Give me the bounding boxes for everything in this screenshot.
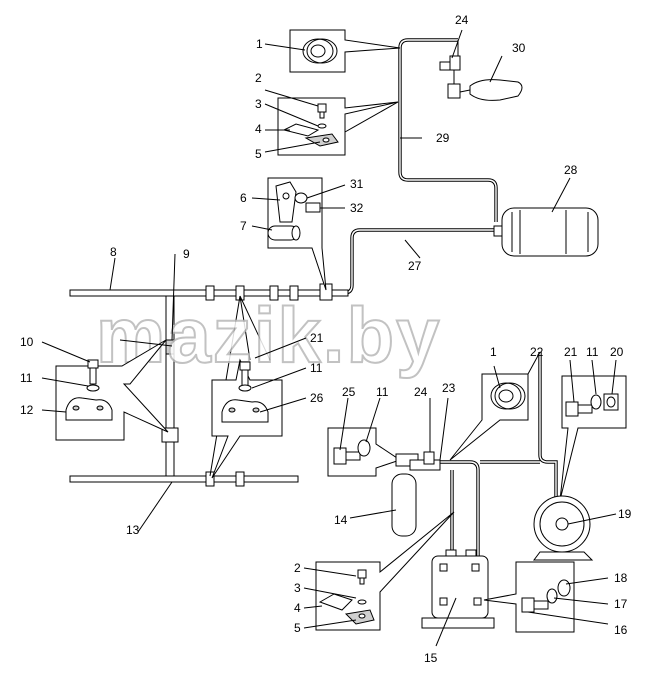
callout-12: 12 xyxy=(20,403,34,417)
part-15-unit xyxy=(421,549,495,647)
detail-box-clamp-lower xyxy=(303,511,455,631)
callout-15: 15 xyxy=(424,651,438,665)
callout-24-mid: 24 xyxy=(414,385,428,399)
callout-3-lower: 3 xyxy=(294,581,301,595)
callout-18: 18 xyxy=(614,571,628,585)
callout-14: 14 xyxy=(334,513,348,527)
callout-labels: 1 24 30 2 3 4 5 29 31 32 6 7 28 27 8 9 2… xyxy=(20,13,632,665)
part-30-cylinder xyxy=(459,55,523,101)
callout-21-right: 21 xyxy=(564,345,578,359)
frame-rail-lower xyxy=(69,475,299,483)
detail-box-clamp-upper xyxy=(264,89,399,156)
callout-11-right: 11 xyxy=(586,345,599,359)
frame-crossmember xyxy=(165,295,175,477)
callout-7: 7 xyxy=(240,219,247,233)
watermark-text: mazik.by xyxy=(96,291,441,379)
callout-1-top: 1 xyxy=(256,37,263,51)
pipe-22 xyxy=(538,352,558,500)
detail-box-bolt-14 xyxy=(327,397,402,477)
callout-27: 27 xyxy=(408,259,422,273)
callout-9: 9 xyxy=(183,247,190,261)
callout-22: 22 xyxy=(530,345,544,359)
callout-16: 16 xyxy=(614,623,628,637)
detail-box-clamp-center xyxy=(211,337,307,479)
part-28-receiver xyxy=(493,177,599,257)
part-19-pump xyxy=(533,495,617,561)
callout-30: 30 xyxy=(512,41,526,55)
callout-11-bolt: 11 xyxy=(376,385,389,399)
callout-19: 19 xyxy=(618,507,632,521)
detail-box-bracket xyxy=(251,177,346,291)
callout-25: 25 xyxy=(342,385,356,399)
callout-5-upper: 5 xyxy=(255,147,262,161)
pipe-23 xyxy=(440,460,480,556)
callout-28: 28 xyxy=(564,163,578,177)
callout-31: 31 xyxy=(350,177,364,191)
callout-1-mid: 1 xyxy=(490,345,497,359)
detail-box-bolt-19 xyxy=(559,359,627,501)
detail-box-seal-middle xyxy=(449,351,541,461)
callout-24-top: 24 xyxy=(455,13,469,27)
callout-3-upper: 3 xyxy=(255,97,262,111)
callout-26: 26 xyxy=(310,391,324,405)
callout-4-lower: 4 xyxy=(294,601,301,615)
callout-29: 29 xyxy=(436,131,450,145)
callout-13: 13 xyxy=(126,523,140,537)
detail-box-bolt-15 xyxy=(483,561,609,633)
callout-4-upper: 4 xyxy=(255,122,262,136)
part-14-cylinder xyxy=(349,397,449,537)
callout-21-left: 21 xyxy=(310,331,324,345)
callout-2-upper: 2 xyxy=(255,71,262,85)
part-24-valve xyxy=(439,29,463,99)
callout-23: 23 xyxy=(442,381,456,395)
callout-11-center: 11 xyxy=(310,361,323,375)
callout-32: 32 xyxy=(350,201,364,215)
pipe-system xyxy=(326,38,558,556)
callout-17: 17 xyxy=(614,597,628,611)
callout-20: 20 xyxy=(610,345,624,359)
callout-6: 6 xyxy=(240,191,247,205)
detail-box-seal-top xyxy=(264,29,401,73)
callout-8: 8 xyxy=(110,245,117,259)
callout-5-lower: 5 xyxy=(294,621,301,635)
callout-2-lower: 2 xyxy=(294,561,301,575)
detail-box-clamp-left xyxy=(41,253,176,441)
callout-10: 10 xyxy=(20,335,34,349)
callout-11-left: 11 xyxy=(20,371,33,385)
